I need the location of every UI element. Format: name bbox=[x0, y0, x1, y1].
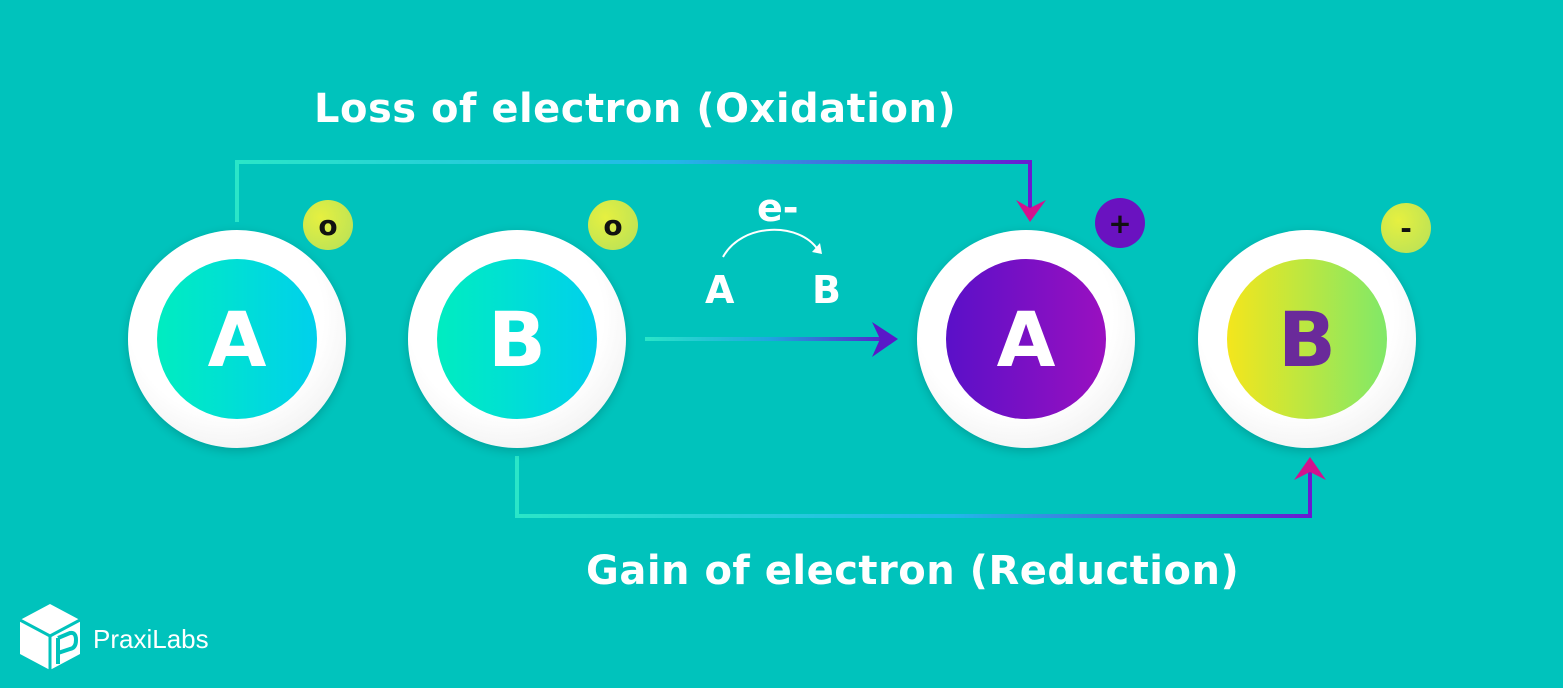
oxidation-line bbox=[235, 160, 1032, 222]
reduction-line bbox=[515, 456, 1312, 518]
plus-charge-badge: + bbox=[1095, 198, 1145, 248]
atom-a-oxidized: A bbox=[917, 230, 1135, 448]
reduction-arrowhead bbox=[1294, 457, 1326, 480]
reduction-label: Gain of electron (Reduction) bbox=[586, 548, 1240, 594]
atom-a-neutral-core: A bbox=[157, 259, 317, 419]
oxidation-arrowhead bbox=[1016, 200, 1046, 222]
transfer-from-label: A bbox=[705, 268, 735, 312]
electron-label: e- bbox=[757, 186, 799, 230]
neutral-charge-badge: o bbox=[588, 200, 638, 250]
electron-arc-arrowhead bbox=[812, 243, 822, 254]
atom-a-oxidized-core: A bbox=[946, 259, 1106, 419]
transfer-to-label: B bbox=[812, 268, 841, 312]
minus-charge-badge: - bbox=[1381, 203, 1431, 253]
atom-b-reduced-core: B bbox=[1227, 259, 1387, 419]
atom-b-neutral-core: B bbox=[437, 259, 597, 419]
neutral-charge-badge: o bbox=[303, 200, 353, 250]
atom-b-reduced: B bbox=[1198, 230, 1416, 448]
oxidation-label: Loss of electron (Oxidation) bbox=[314, 86, 957, 132]
atom-a-neutral: A bbox=[128, 230, 346, 448]
cube-p-logo-icon bbox=[19, 604, 81, 670]
electron-transfer-arc-icon bbox=[722, 228, 819, 258]
atom-b-neutral: B bbox=[408, 230, 626, 448]
transfer-arrowhead bbox=[872, 322, 898, 357]
brand-name: PraxiLabs bbox=[93, 624, 209, 654]
